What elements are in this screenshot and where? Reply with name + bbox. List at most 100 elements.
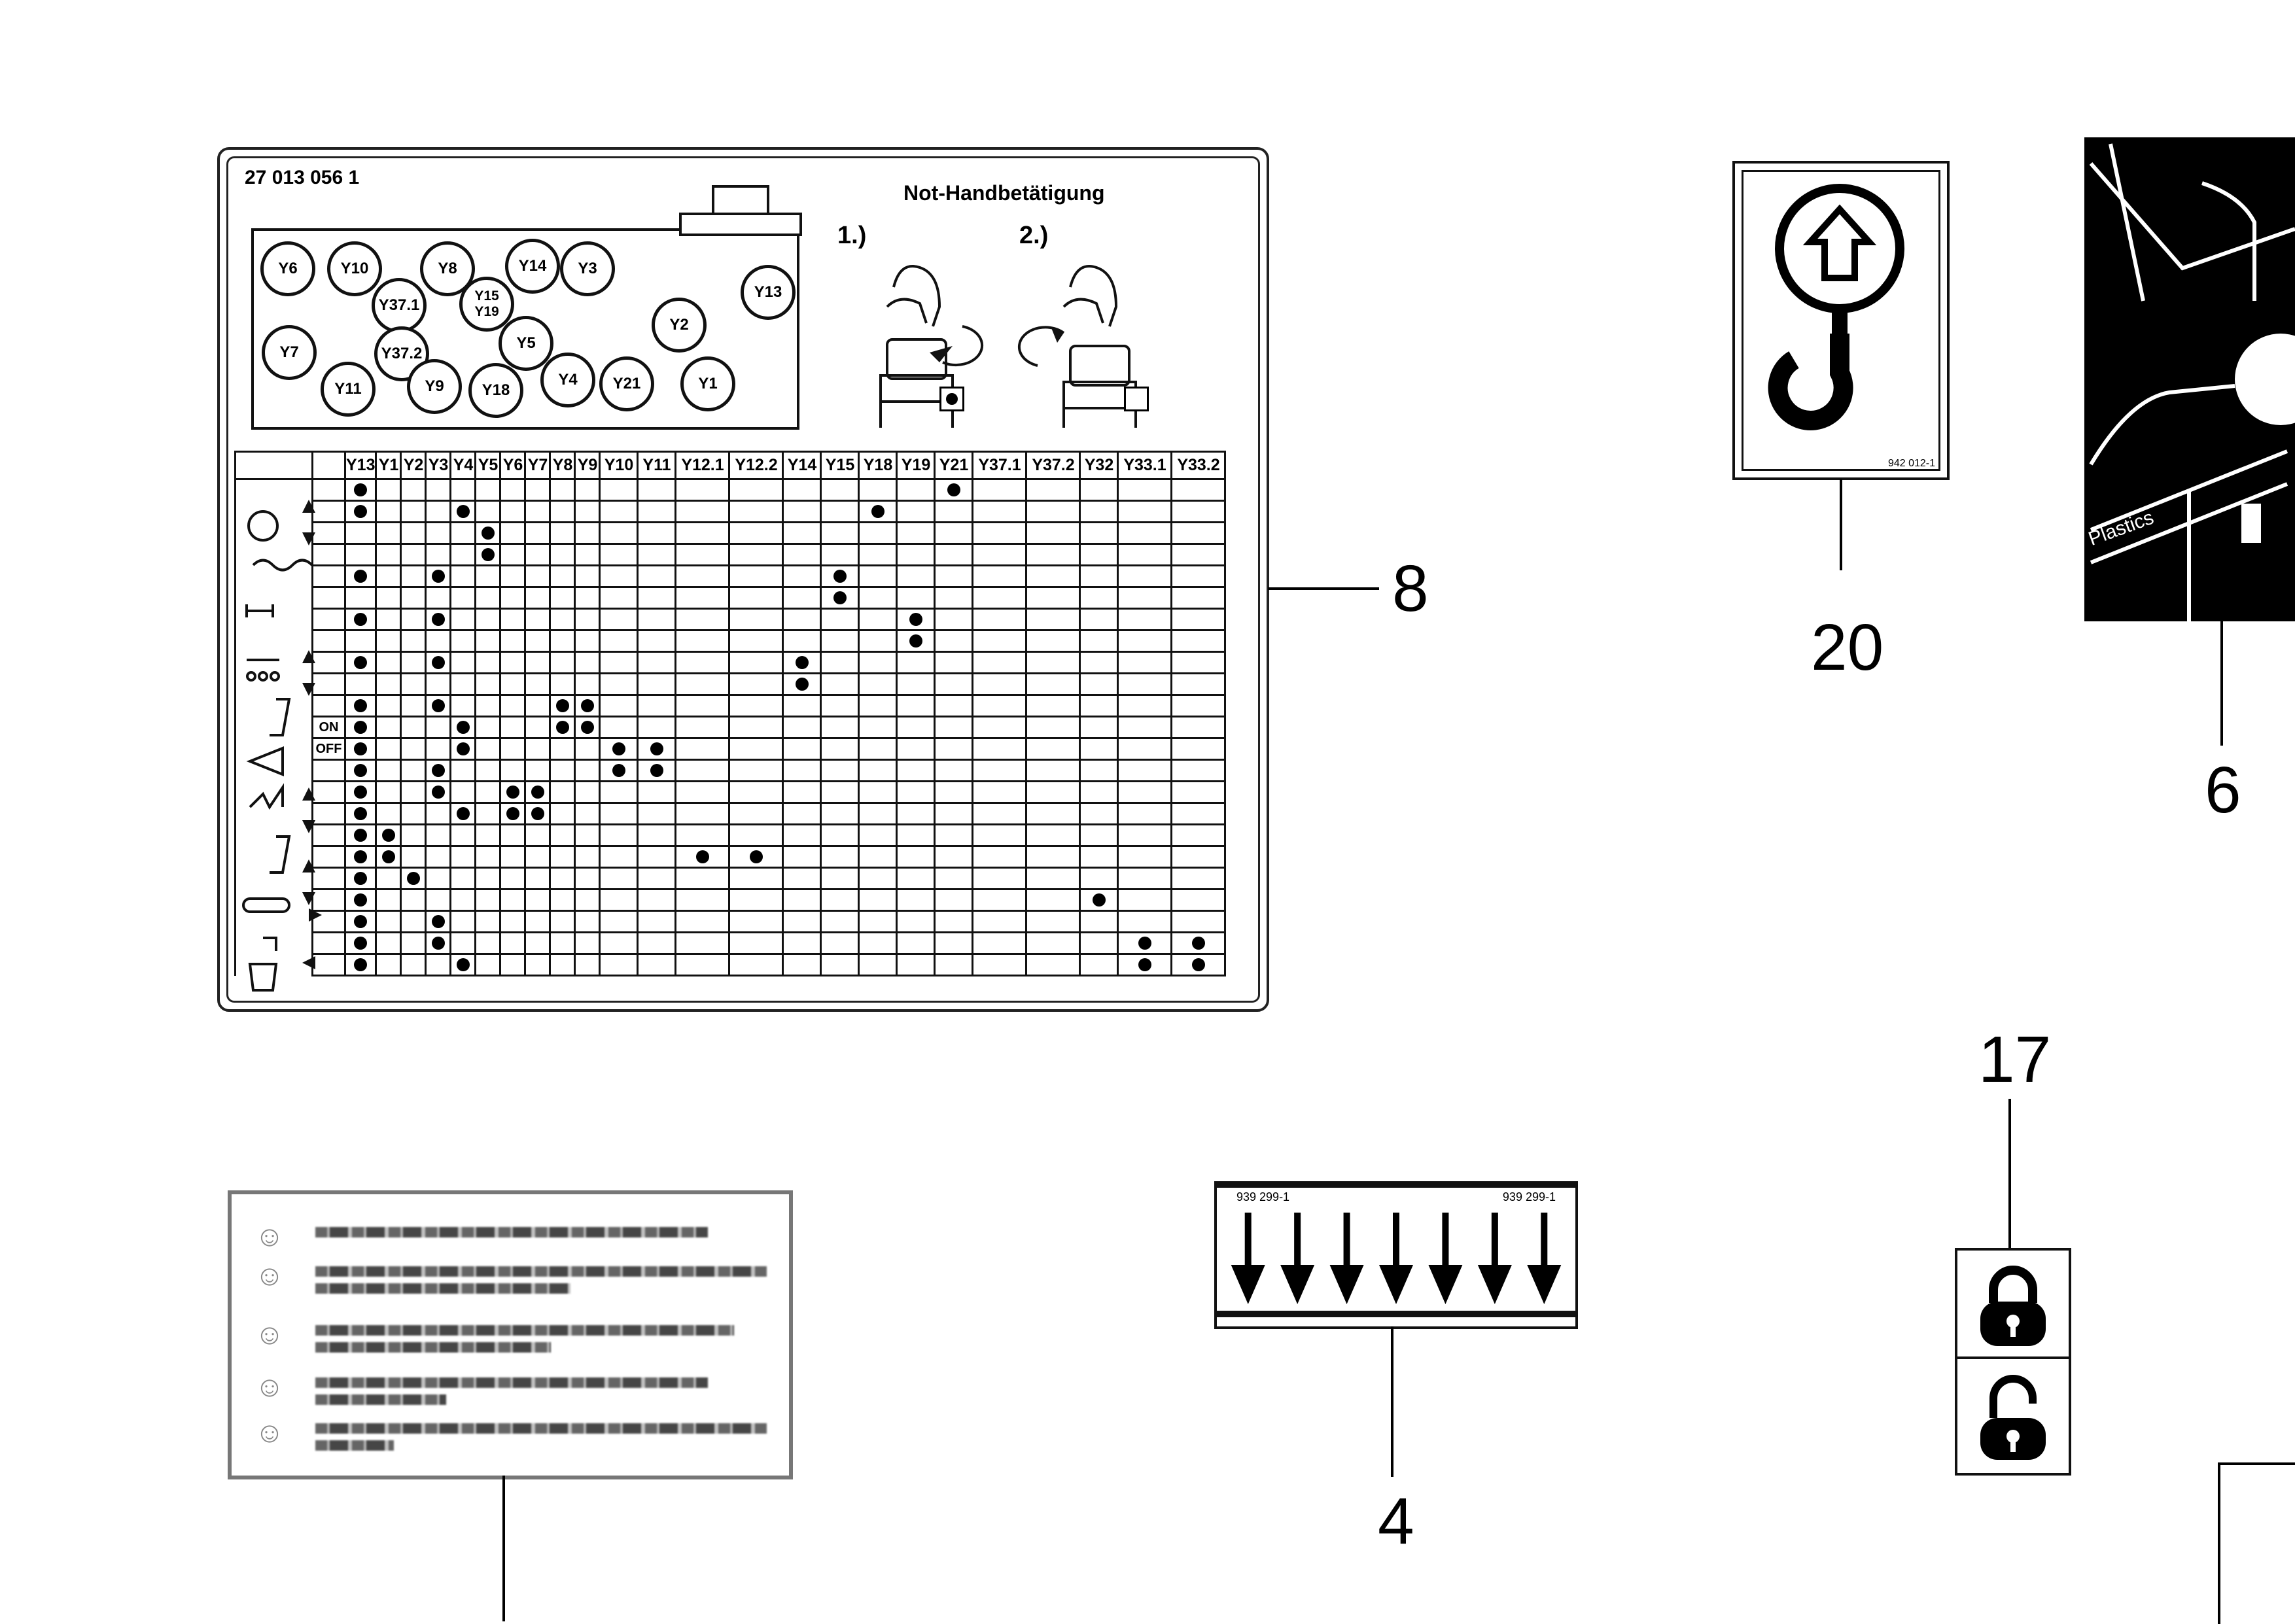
- chart-cell: [896, 759, 936, 782]
- active-valve-dot: [381, 850, 395, 863]
- chart-cell: [474, 586, 502, 610]
- chart-cell: [375, 867, 402, 890]
- chart-cell: [449, 543, 477, 566]
- valve-Y10: Y10: [327, 241, 382, 296]
- chart-cell: [728, 716, 784, 739]
- chart-cell: [728, 629, 784, 653]
- chart-cell: [1079, 823, 1119, 847]
- chart-cell: [549, 694, 576, 717]
- chart-cell: [449, 651, 477, 674]
- chart-cell: [1170, 694, 1227, 717]
- chart-cell: [549, 478, 576, 502]
- active-valve-dot: [354, 699, 368, 712]
- column-header: Y11: [637, 451, 677, 480]
- chart-cell: [599, 888, 639, 912]
- chart-cell: [1117, 500, 1173, 523]
- row-operation-cell: [311, 953, 346, 976]
- active-valve-dot: [695, 850, 709, 863]
- chart-cell: [343, 802, 377, 825]
- chart-cell: [425, 651, 452, 674]
- active-valve-dot: [456, 742, 470, 755]
- axle-icon: [245, 604, 274, 617]
- chart-cell: [449, 521, 477, 545]
- chart-cell: [637, 867, 677, 890]
- row-icon-cell: [234, 910, 313, 933]
- rotate-head-icon: [247, 510, 279, 542]
- chart-cell: [637, 888, 677, 912]
- chart-cell: [599, 629, 639, 653]
- chart-cell: [524, 500, 552, 523]
- row-operation-cell: ON: [311, 716, 346, 739]
- chart-cell: [728, 780, 784, 804]
- chart-cell: [896, 845, 936, 869]
- chart-cell: [782, 759, 822, 782]
- chart-cell: [474, 931, 502, 955]
- active-valve-dot: [612, 742, 625, 755]
- chart-cell: [782, 629, 822, 653]
- chart-cell: [782, 888, 822, 912]
- row-operation-cell: [311, 823, 346, 847]
- chart-cell: [896, 651, 936, 674]
- active-valve-dot: [354, 786, 368, 799]
- chart-cell: [820, 629, 860, 653]
- chart-cell: [1117, 802, 1173, 825]
- chart-cell: [599, 823, 639, 847]
- chart-cell: [782, 823, 822, 847]
- chart-cell: [782, 953, 822, 976]
- chart-cell: [474, 823, 502, 847]
- chart-cell: [1025, 694, 1081, 717]
- chart-cell: [1025, 888, 1081, 912]
- chart-cell: [820, 543, 860, 566]
- table-row: [234, 931, 1227, 955]
- chart-cell: [375, 953, 402, 976]
- active-valve-dot: [354, 742, 368, 755]
- chart-cell: [343, 521, 377, 545]
- chart-cell: [574, 802, 601, 825]
- chart-cell: [637, 823, 677, 847]
- chart-cell: [343, 608, 377, 631]
- chart-cell: [820, 953, 860, 976]
- chart-cell: [1079, 953, 1119, 976]
- chart-cell: [637, 759, 677, 782]
- down-arrow-icon: [1379, 1213, 1413, 1304]
- active-valve-dot: [506, 807, 519, 820]
- chart-cell: [425, 608, 452, 631]
- table-row: [234, 543, 1227, 566]
- chart-cell: [1170, 672, 1227, 696]
- chart-cell: [1025, 478, 1081, 502]
- worker-illustration: [2089, 143, 2295, 621]
- chart-cell: [782, 478, 822, 502]
- chart-cell: [375, 651, 402, 674]
- active-valve-dot: [354, 915, 368, 928]
- container-icon: [248, 963, 278, 992]
- chart-cell: [375, 823, 402, 847]
- chart-cell: [858, 931, 898, 955]
- chart-cell: [674, 478, 731, 502]
- chart-cell: [674, 802, 731, 825]
- column-header: Y10: [599, 451, 639, 480]
- chart-cell: [343, 931, 377, 955]
- valve-Y14: Y14: [505, 239, 560, 294]
- chart-cell: [449, 694, 477, 717]
- chart-cell: [400, 953, 427, 976]
- chart-cell: [400, 586, 427, 610]
- chart-cell: [637, 694, 677, 717]
- chart-cell: [782, 651, 822, 674]
- chart-cell: [549, 543, 576, 566]
- chart-cell: [474, 521, 502, 545]
- chart-cell: [375, 802, 402, 825]
- active-valve-dot: [1138, 937, 1151, 950]
- chart-cell: [499, 694, 527, 717]
- chart-cell: [674, 780, 731, 804]
- chart-cell: [449, 672, 477, 696]
- active-valve-dot: [481, 548, 495, 561]
- chart-cell: [343, 910, 377, 933]
- chart-cell: [425, 867, 452, 890]
- chart-cell: [934, 845, 974, 869]
- chart-cell: [934, 672, 974, 696]
- chart-cell: [524, 608, 552, 631]
- chart-cell: [1117, 910, 1173, 933]
- step-1-checkbox: [939, 387, 964, 411]
- table-row: ON: [234, 716, 1227, 739]
